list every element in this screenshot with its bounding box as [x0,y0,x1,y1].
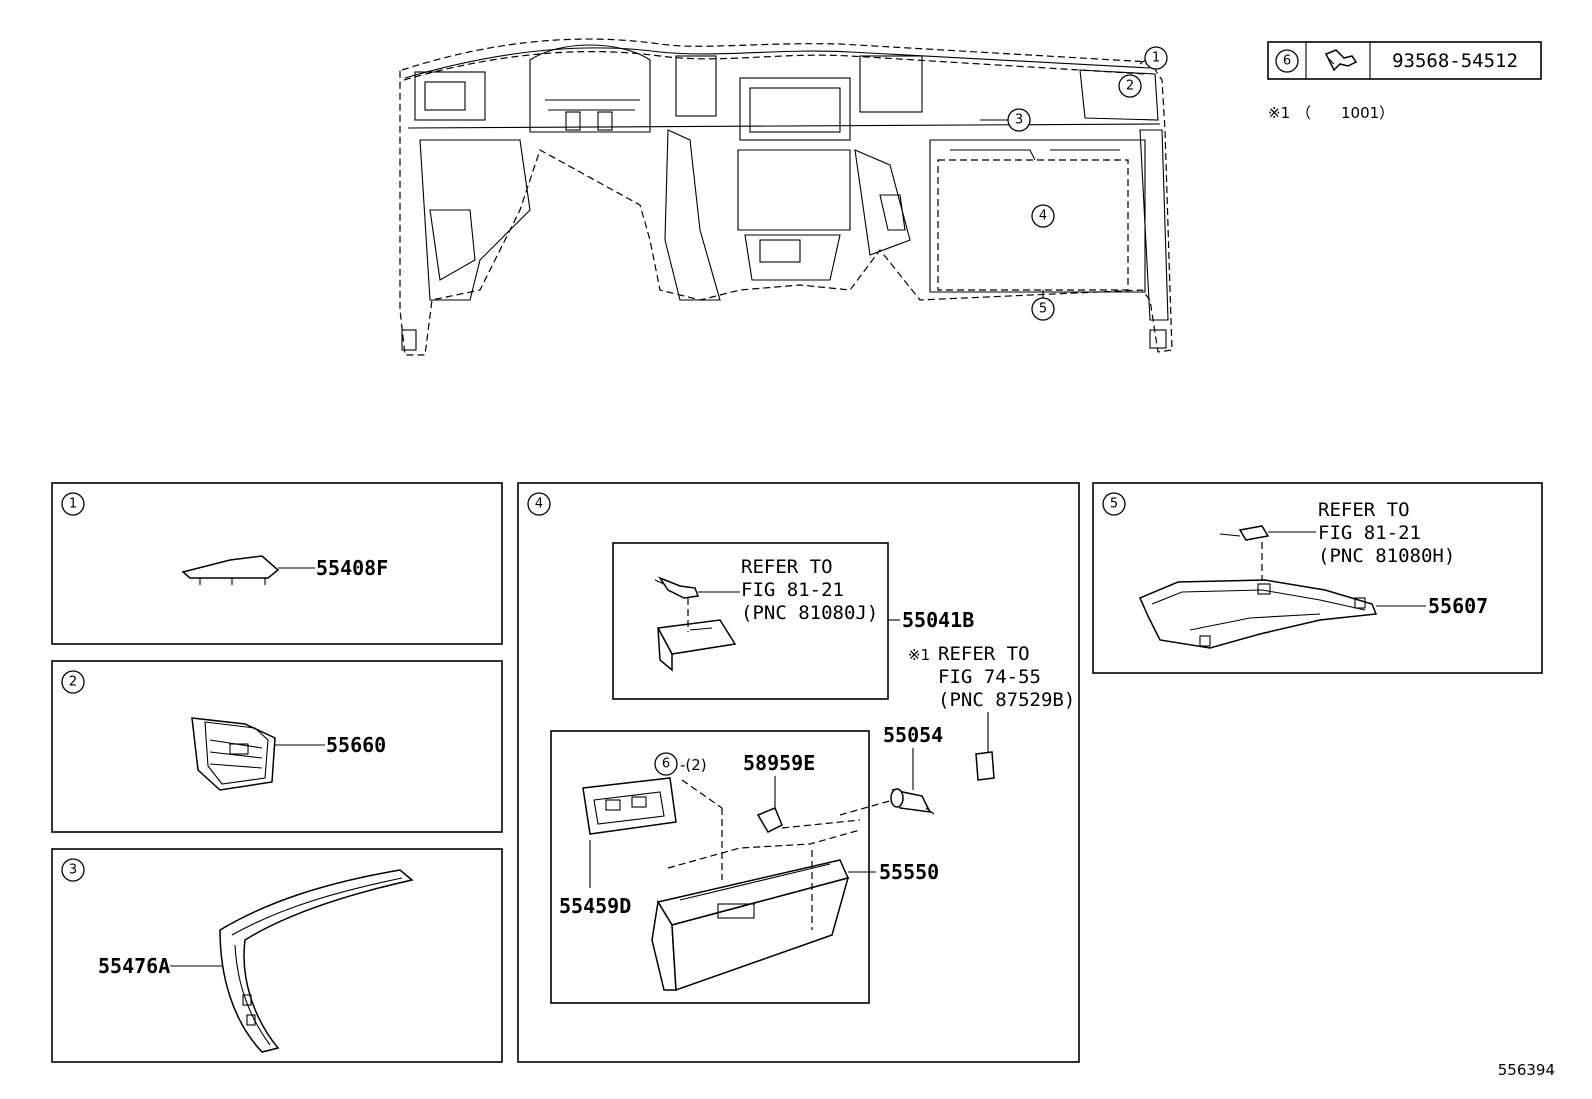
part-label-55054[interactable]: 55054 [883,723,943,747]
svg-text:4: 4 [535,497,543,512]
svg-text:6: 6 [1283,54,1291,69]
part-label-55550[interactable]: 55550 [879,860,939,884]
callout-3[interactable]: 3 [980,108,1031,132]
svg-text:（ 1001）: （ 1001） [1296,104,1394,122]
part-label-55408f[interactable]: 55408F [316,556,388,580]
refer-text-87529b: REFER TO [938,643,1030,665]
part-58959e-clip [756,807,783,833]
svg-text:5: 5 [1039,302,1047,317]
svg-text:FIG 74-55: FIG 74-55 [938,666,1041,688]
connector-icon [1219,525,1270,541]
part-label-55041b[interactable]: 55041B [902,608,974,632]
part-55550-glove-box [651,859,850,992]
callout-2[interactable]: 2 [1118,74,1142,98]
refer-text-81080j: REFER TO [741,556,833,578]
part-label-55607[interactable]: 55607 [1428,594,1488,618]
panel-3: 3 55476A [51,848,503,1063]
svg-text:4: 4 [1039,209,1047,224]
part-label-55459d[interactable]: 55459D [559,894,631,918]
screw-icon [1324,49,1358,72]
svg-text:(PNC 87529B): (PNC 87529B) [938,689,1075,711]
panel-4: 4 REFER TO FIG 81-21 (PNC 81080J) 55041B… [517,482,1080,1063]
part-55054-damper [890,788,935,815]
refer-text-81080h: REFER TO [1318,499,1410,521]
fastener-part-number[interactable]: 93568-54512 [1392,50,1518,72]
part-55660-air-vent [191,717,276,791]
part-label-55660[interactable]: 55660 [326,733,386,757]
panel-5: 5 REFER TO FIG 81-21 (PNC 81080H) 55607 [1092,482,1543,674]
svg-text:5: 5 [1110,497,1118,512]
callout-5[interactable]: 5 [1031,290,1055,321]
svg-text:(PNC 81080J): (PNC 81080J) [741,602,878,624]
fastener-table: 6 93568-54512 [1267,41,1542,80]
svg-text:FIG 81-21: FIG 81-21 [1318,522,1421,544]
part-55607-reinforcement [1139,579,1378,649]
fastener-ref-6: 6 [662,757,670,772]
part-55041b-lamp-housing [656,619,737,672]
part-label-55476a[interactable]: 55476A [98,954,170,978]
svg-text:1: 1 [1152,51,1160,66]
svg-text:1: 1 [69,497,77,512]
bulb-socket-icon [654,576,700,599]
svg-text:※1: ※1 [908,646,930,664]
panel-1: 1 55408F [51,482,503,645]
svg-text:2: 2 [1126,79,1134,94]
instrument-panel-overview [399,38,1173,356]
figure-id: 556394 [1498,1061,1555,1079]
svg-text:FIG 81-21: FIG 81-21 [741,579,844,601]
panel-2: 2 55660 [51,660,503,833]
footnote: ※1 （ 1001） [1268,104,1394,122]
callout-1[interactable]: 1 [1139,46,1168,70]
part-55459d-lock [582,777,677,835]
svg-text:2: 2 [69,675,77,690]
svg-text:-(2): -(2) [680,756,707,774]
svg-text:※1: ※1 [1268,104,1290,122]
svg-text:(PNC 81080H): (PNC 81080H) [1318,545,1455,567]
part-55476a-side-trim [219,869,414,1053]
callout-4[interactable]: 4 [1031,204,1055,228]
part-label-58959e[interactable]: 58959E [743,751,815,775]
svg-text:3: 3 [1015,113,1023,128]
part-55408f-cover [181,555,280,585]
label-sticker-icon [975,751,995,781]
svg-text:3: 3 [69,863,77,878]
